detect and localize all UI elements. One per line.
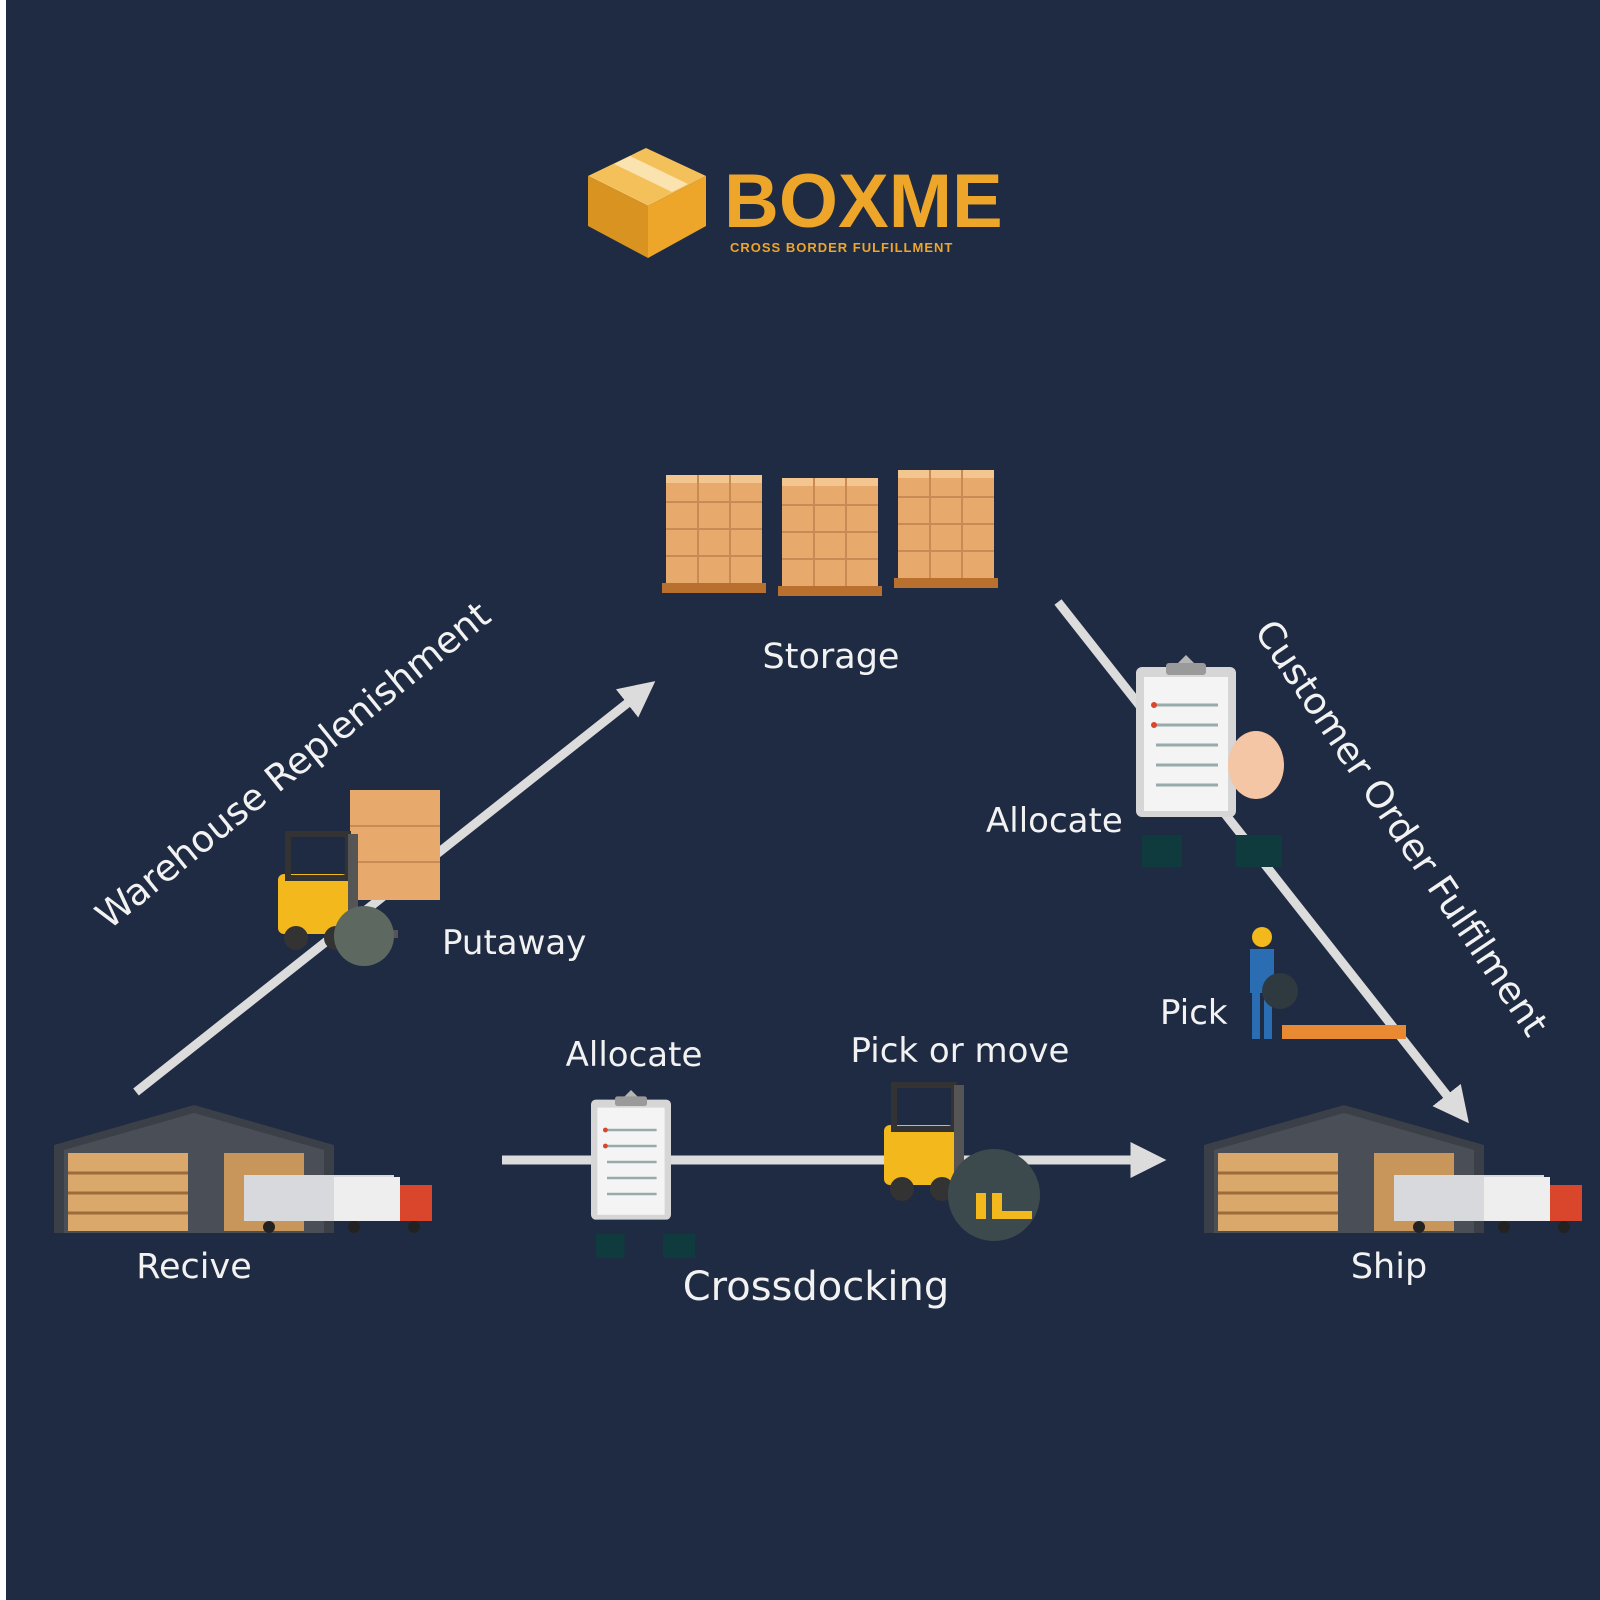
step-label-allocate-top: Allocate: [986, 801, 1123, 841]
box-icon: [588, 148, 706, 258]
clipboard-icon-crossdocking: [589, 1088, 695, 1258]
worker-with-pallet-jack-icon: [1250, 927, 1406, 1039]
node-label-receive: Recive: [136, 1247, 252, 1287]
brand-name: BOXME: [724, 159, 1003, 244]
logo: BOXME CROSS BORDER FULFILLMENT: [588, 148, 1003, 258]
node-label-ship: Ship: [1351, 1247, 1427, 1287]
node-label-storage: Storage: [763, 637, 900, 677]
diagram-background: [6, 0, 1600, 1600]
brand-tagline: CROSS BORDER FULFILLMENT: [730, 240, 953, 255]
step-label-pick: Pick: [1160, 993, 1228, 1033]
step-label-pick-or-move: Pick or move: [851, 1031, 1070, 1071]
warehouse-flow-diagram: BOXME CROSS BORDER FULFILLMENT: [6, 0, 1600, 1600]
diagram-canvas: BOXME CROSS BORDER FULFILLMENT: [6, 0, 1600, 1600]
pallet-stack-icon: [661, 469, 999, 597]
step-label-putaway: Putaway: [442, 923, 586, 963]
forklift-icon-crossdocking: [884, 1085, 1040, 1241]
step-label-allocate-bottom: Allocate: [566, 1035, 703, 1075]
forklift-icon: [278, 790, 440, 966]
flow-label-crossdocking: Crossdocking: [683, 1264, 950, 1310]
clipboard-icon: [1134, 653, 1284, 867]
